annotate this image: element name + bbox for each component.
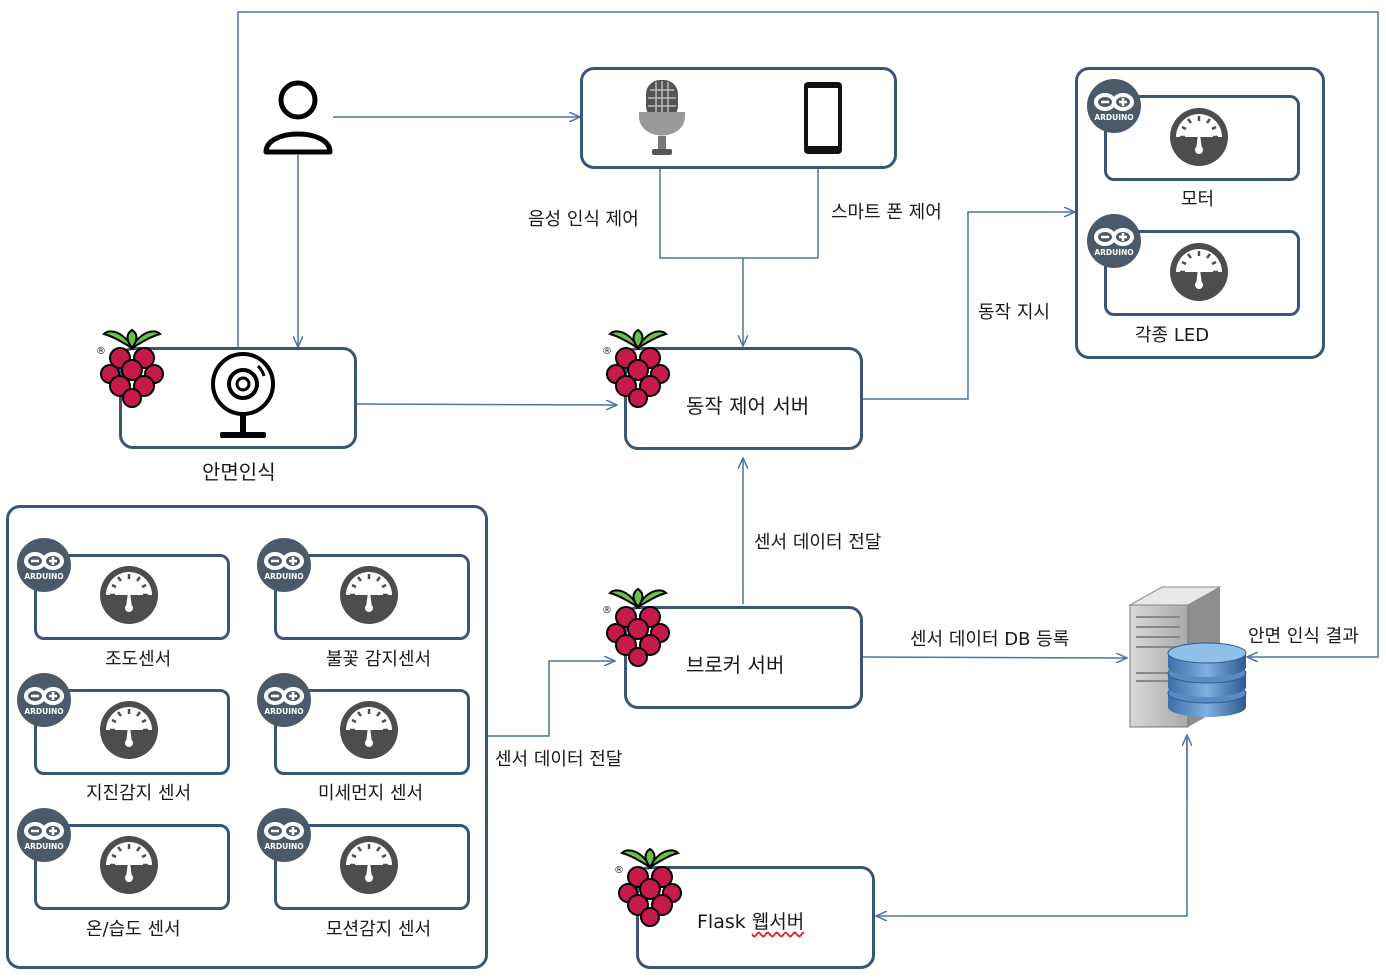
- flask-server-prefix: Flask: [697, 911, 752, 933]
- face-to-control-line: [356, 404, 617, 405]
- smartphone-icon: [804, 82, 842, 154]
- user-icon: [263, 80, 333, 155]
- sensor-label: 모션감지 센서: [326, 919, 432, 940]
- led-label: 각종 LED: [1135, 325, 1210, 346]
- arduino-icon: ARDUINO: [17, 673, 71, 727]
- gauge-icon: [100, 836, 158, 894]
- gauge-icon: [340, 701, 398, 759]
- svg-text:ARDUINO: ARDUINO: [24, 707, 63, 716]
- gauge-icon: [100, 701, 158, 759]
- sensor-label: 지진감지 센서: [86, 783, 192, 804]
- gauge-icon: [1170, 243, 1228, 301]
- svg-text:ARDUINO: ARDUINO: [264, 842, 303, 851]
- svg-text:ARDUINO: ARDUINO: [1094, 248, 1133, 257]
- gauge-icon: [340, 566, 398, 624]
- svg-text:ARDUINO: ARDUINO: [264, 572, 303, 581]
- broker-to-db-line: [862, 657, 1127, 658]
- svg-text:ARDUINO: ARDUINO: [24, 572, 63, 581]
- broker-server-box: [624, 606, 863, 709]
- gauge-icon: [100, 566, 158, 624]
- db-register-label: 센서 데이터 DB 등록: [910, 629, 1070, 650]
- sensors-to-broker-line: [488, 661, 615, 737]
- svg-text:®: ®: [602, 346, 612, 357]
- svg-text:ARDUINO: ARDUINO: [264, 707, 303, 716]
- sensor-label: 온/습도 센서: [86, 919, 181, 940]
- raspberry-pi-icon: ®: [602, 328, 670, 408]
- flask-server-title: Flask 웹서버: [697, 907, 804, 934]
- arduino-icon: ARDUINO: [257, 673, 311, 727]
- sensor-forward-left-label: 센서 데이터 전달: [495, 749, 623, 770]
- control-to-actuator-line: [863, 212, 1075, 400]
- arduino-icon: ARDUINO: [257, 808, 311, 862]
- svg-text:®: ®: [602, 605, 612, 616]
- action-command-label: 동작 지시: [978, 302, 1050, 323]
- broker-server-title: 브로커 서버: [686, 653, 785, 677]
- arduino-icon: ARDUINO: [17, 538, 71, 592]
- control-server-box: [624, 347, 863, 450]
- flask-server-suffix: 웹서버: [751, 911, 805, 933]
- svg-text:®: ®: [614, 865, 624, 876]
- face-result-label: 안면 인식 결과: [1248, 626, 1359, 647]
- database-server-icon: [1128, 586, 1247, 728]
- svg-text:ARDUINO: ARDUINO: [24, 842, 63, 851]
- arduino-icon: ARDUINO: [1087, 214, 1141, 268]
- arduino-icon: ARDUINO: [1087, 79, 1141, 133]
- raspberry-pi-icon: ®: [614, 847, 682, 927]
- raspberry-pi-icon: ®: [96, 328, 164, 408]
- microphone-icon: [639, 80, 685, 155]
- face-result-line: [237, 11, 1379, 657]
- svg-text:ARDUINO: ARDUINO: [1094, 113, 1133, 122]
- webcam-icon: [211, 352, 275, 438]
- gauge-icon: [340, 836, 398, 894]
- flask-server-box: [636, 866, 875, 969]
- smartphone-control-label: 스마트 폰 제어: [831, 202, 942, 223]
- face-recognition-title: 안면인식: [202, 460, 276, 484]
- sensor-label: 조도센서: [105, 649, 172, 670]
- voice-line: [659, 168, 819, 259]
- raspberry-pi-icon: ®: [602, 587, 670, 667]
- input-devices-box: [580, 67, 897, 169]
- db-to-flask-line: [876, 735, 1188, 916]
- gauge-icon: [1170, 108, 1228, 166]
- sensor-forward-up-label: 센서 데이터 전달: [754, 532, 882, 553]
- arduino-icon: ARDUINO: [257, 538, 311, 592]
- svg-text:®: ®: [96, 346, 106, 357]
- control-server-title: 동작 제어 서버: [686, 394, 810, 418]
- arduino-icon: ARDUINO: [17, 808, 71, 862]
- sensor-label: 불꽃 감지센서: [326, 649, 432, 670]
- sensor-label: 미세먼지 센서: [318, 783, 424, 804]
- motor-label: 모터: [1181, 189, 1215, 210]
- voice-control-label: 음성 인식 제어: [528, 209, 639, 230]
